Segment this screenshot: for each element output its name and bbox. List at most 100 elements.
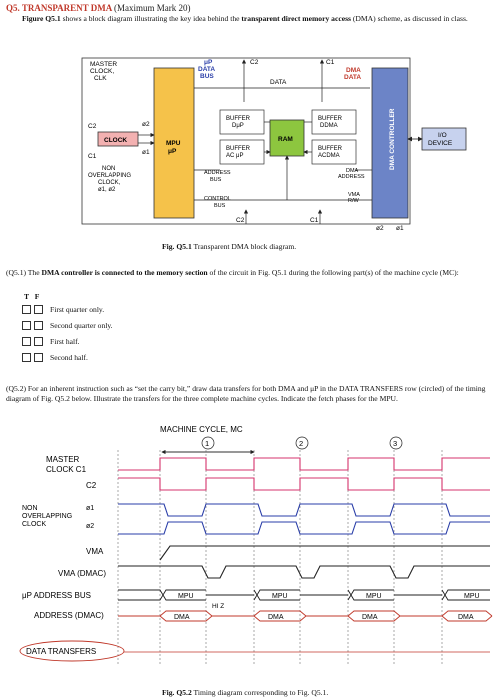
waveforms [118, 457, 490, 579]
q51-opt1-label: First quarter only. [50, 305, 105, 314]
q51-rest: of the circuit in Fig. Q5.1 during the f… [207, 268, 459, 277]
dma-slot-3: DMA [362, 614, 378, 621]
address-dmac-wave [118, 610, 493, 622]
clock-phi2-label: ø2 [142, 121, 150, 128]
cycle-1-circle [201, 436, 215, 450]
fig2-caption: Fig. Q5.2 Timing diagram corresponding t… [162, 688, 328, 697]
bottom-c1-label: C1 [310, 217, 319, 224]
q51-opt3-label: First half. [50, 337, 80, 346]
cycle-2-number: 2 [299, 439, 303, 448]
buffer-acdma-block [311, 139, 357, 165]
q51-opt2-false-checkbox[interactable] [34, 321, 43, 330]
vma-rw-label: VMA R/W [348, 192, 361, 204]
c2-top-label: C2 [250, 59, 259, 66]
mpu-slot-1: MPU [178, 593, 194, 600]
buffer-acup-label: BUFFER AC μP [226, 146, 252, 159]
buffer-acdma-label: BUFFER ACDMA [318, 146, 344, 159]
mpu-block [153, 67, 195, 219]
cycle-2-circle [295, 436, 309, 450]
control-bus-label: CONTROL BUS [204, 196, 232, 209]
intro-text-c: (DMA) scheme, as discussed in class. [351, 14, 468, 23]
c1-waveform [118, 457, 490, 471]
c2-signal-label: C2 [86, 481, 97, 490]
q51-prefix: (Q5.1) The [6, 268, 42, 277]
dma-controller-label: DMA CONTROLLER [389, 108, 396, 170]
fig2-caption-text: Timing diagram corresponding to Fig. Q5.… [191, 688, 329, 697]
up-address-bus-wave [118, 589, 490, 601]
ram-label: RAM [278, 136, 293, 143]
clock-phi1-label: ø1 [142, 149, 150, 156]
bottom-phi2-label: ø2 [376, 225, 384, 232]
question-title-text: Q5. TRANSPARENT DMA [6, 3, 112, 13]
phi2-signal-label: ø2 [86, 523, 94, 530]
q51-opt3-true-checkbox[interactable] [22, 337, 31, 346]
tf-t-label: T [24, 292, 30, 301]
q51-opt2-true-checkbox[interactable] [22, 321, 31, 330]
mpu-slot-4: MPU [464, 593, 480, 600]
cycle-1-number: 1 [205, 439, 209, 448]
timing-diagram: MACHINE CYCLE, MC 1 2 3 MASTER CLOCK C1 … [19, 425, 493, 665]
non-overlap-label: NON OVERLAPPING CLOCK, ø1, ø2 [88, 166, 133, 193]
q51-option-2: Second quarter only. [22, 320, 113, 331]
mpu-slot-2: MPU [272, 593, 288, 600]
mpu-label: MPU μP [166, 140, 182, 155]
dma-slot-2: DMA [268, 614, 284, 621]
data-label: DATA [270, 79, 287, 86]
bottom-phi1-label: ø1 [396, 225, 404, 232]
fig1-caption-label: Fig. Q5.1 [162, 242, 192, 251]
dma-slot-1: DMA [174, 614, 190, 621]
q51-option-1: First quarter only. [22, 304, 104, 315]
max-mark: (Maximum Mark 20) [114, 3, 191, 13]
vma-dmac-waveform [118, 565, 490, 579]
phi2-waveform [118, 521, 490, 535]
data-transfers-circle [19, 640, 125, 662]
q51-opt1-false-checkbox[interactable] [34, 305, 43, 314]
buffer-ddma-label: BUFFER DDMA [318, 116, 344, 129]
cycle-3-number: 3 [393, 439, 397, 448]
q51-opt4-label: Second half. [50, 353, 88, 362]
intro-paragraph: Figure Q5.1 shows a block diagram illust… [22, 14, 492, 24]
q51-option-4: Second half. [22, 352, 88, 363]
buffer-dup-block [219, 109, 265, 135]
vma-dmac-signal-label: VMA (DMAC) [58, 569, 106, 578]
cycle-3-circle [389, 436, 403, 450]
clock-c2-label: C2 [88, 123, 97, 130]
machine-cycle-label: MACHINE CYCLE, MC [160, 425, 243, 434]
vma-waveform [159, 545, 490, 561]
q51-opt1-true-checkbox[interactable] [22, 305, 31, 314]
buffer-ddma-block [311, 109, 357, 135]
phi1-signal-label: ø1 [86, 505, 94, 512]
phi1-waveform [118, 503, 490, 517]
block-diagram: MASTER CLOCK, CLK MPU μP μP DATA BUS C2 … [81, 57, 467, 232]
q51-bold: DMA controller is connected to the memor… [41, 268, 208, 277]
q51-text: (Q5.1) The DMA controller is connected t… [6, 268, 498, 278]
mpu-slot-3: MPU [366, 593, 382, 600]
question-title: Q5. TRANSPARENT DMA (Maximum Mark 20) [6, 3, 191, 13]
up-data-bus-label: μP DATA BUS [198, 59, 217, 80]
fig2-caption-label: Fig. Q5.2 [162, 688, 192, 697]
tf-f-label: F [34, 292, 40, 301]
buffer-acup-block [219, 139, 265, 165]
intro-fig-ref: Figure Q5.1 [22, 14, 61, 23]
q51-option-3: First half. [22, 336, 80, 347]
intro-text-a: shows a block diagram illustrating the k… [60, 14, 242, 23]
dma-slot-4: DMA [458, 614, 474, 621]
timing-gridlines [117, 450, 443, 665]
q52-text: (Q5.2) For an inherent instruction such … [6, 384, 486, 403]
q51-opt4-true-checkbox[interactable] [22, 353, 31, 362]
clock-c1-label: C1 [88, 153, 97, 160]
buffer-dup-label: BUFFER DμP [226, 116, 252, 129]
q51-opt3-false-checkbox[interactable] [34, 337, 43, 346]
io-device-label: I/O DEVICE [428, 132, 453, 147]
master-clock-signal-label: MASTER CLOCK C1 [46, 455, 87, 474]
up-address-bus-label: μP ADDRESS BUS [22, 591, 91, 600]
vma-signal-label: VMA [86, 547, 104, 556]
tf-header: T F [24, 292, 39, 301]
q51-opt2-label: Second quarter only. [50, 321, 113, 330]
c2-waveform [118, 477, 490, 491]
dma-controller-block [371, 67, 409, 219]
clock-label: CLOCK [104, 137, 127, 144]
q51-opt4-false-checkbox[interactable] [34, 353, 43, 362]
intro-bold: transparent direct memory access [241, 14, 351, 23]
clock-block [97, 131, 139, 147]
